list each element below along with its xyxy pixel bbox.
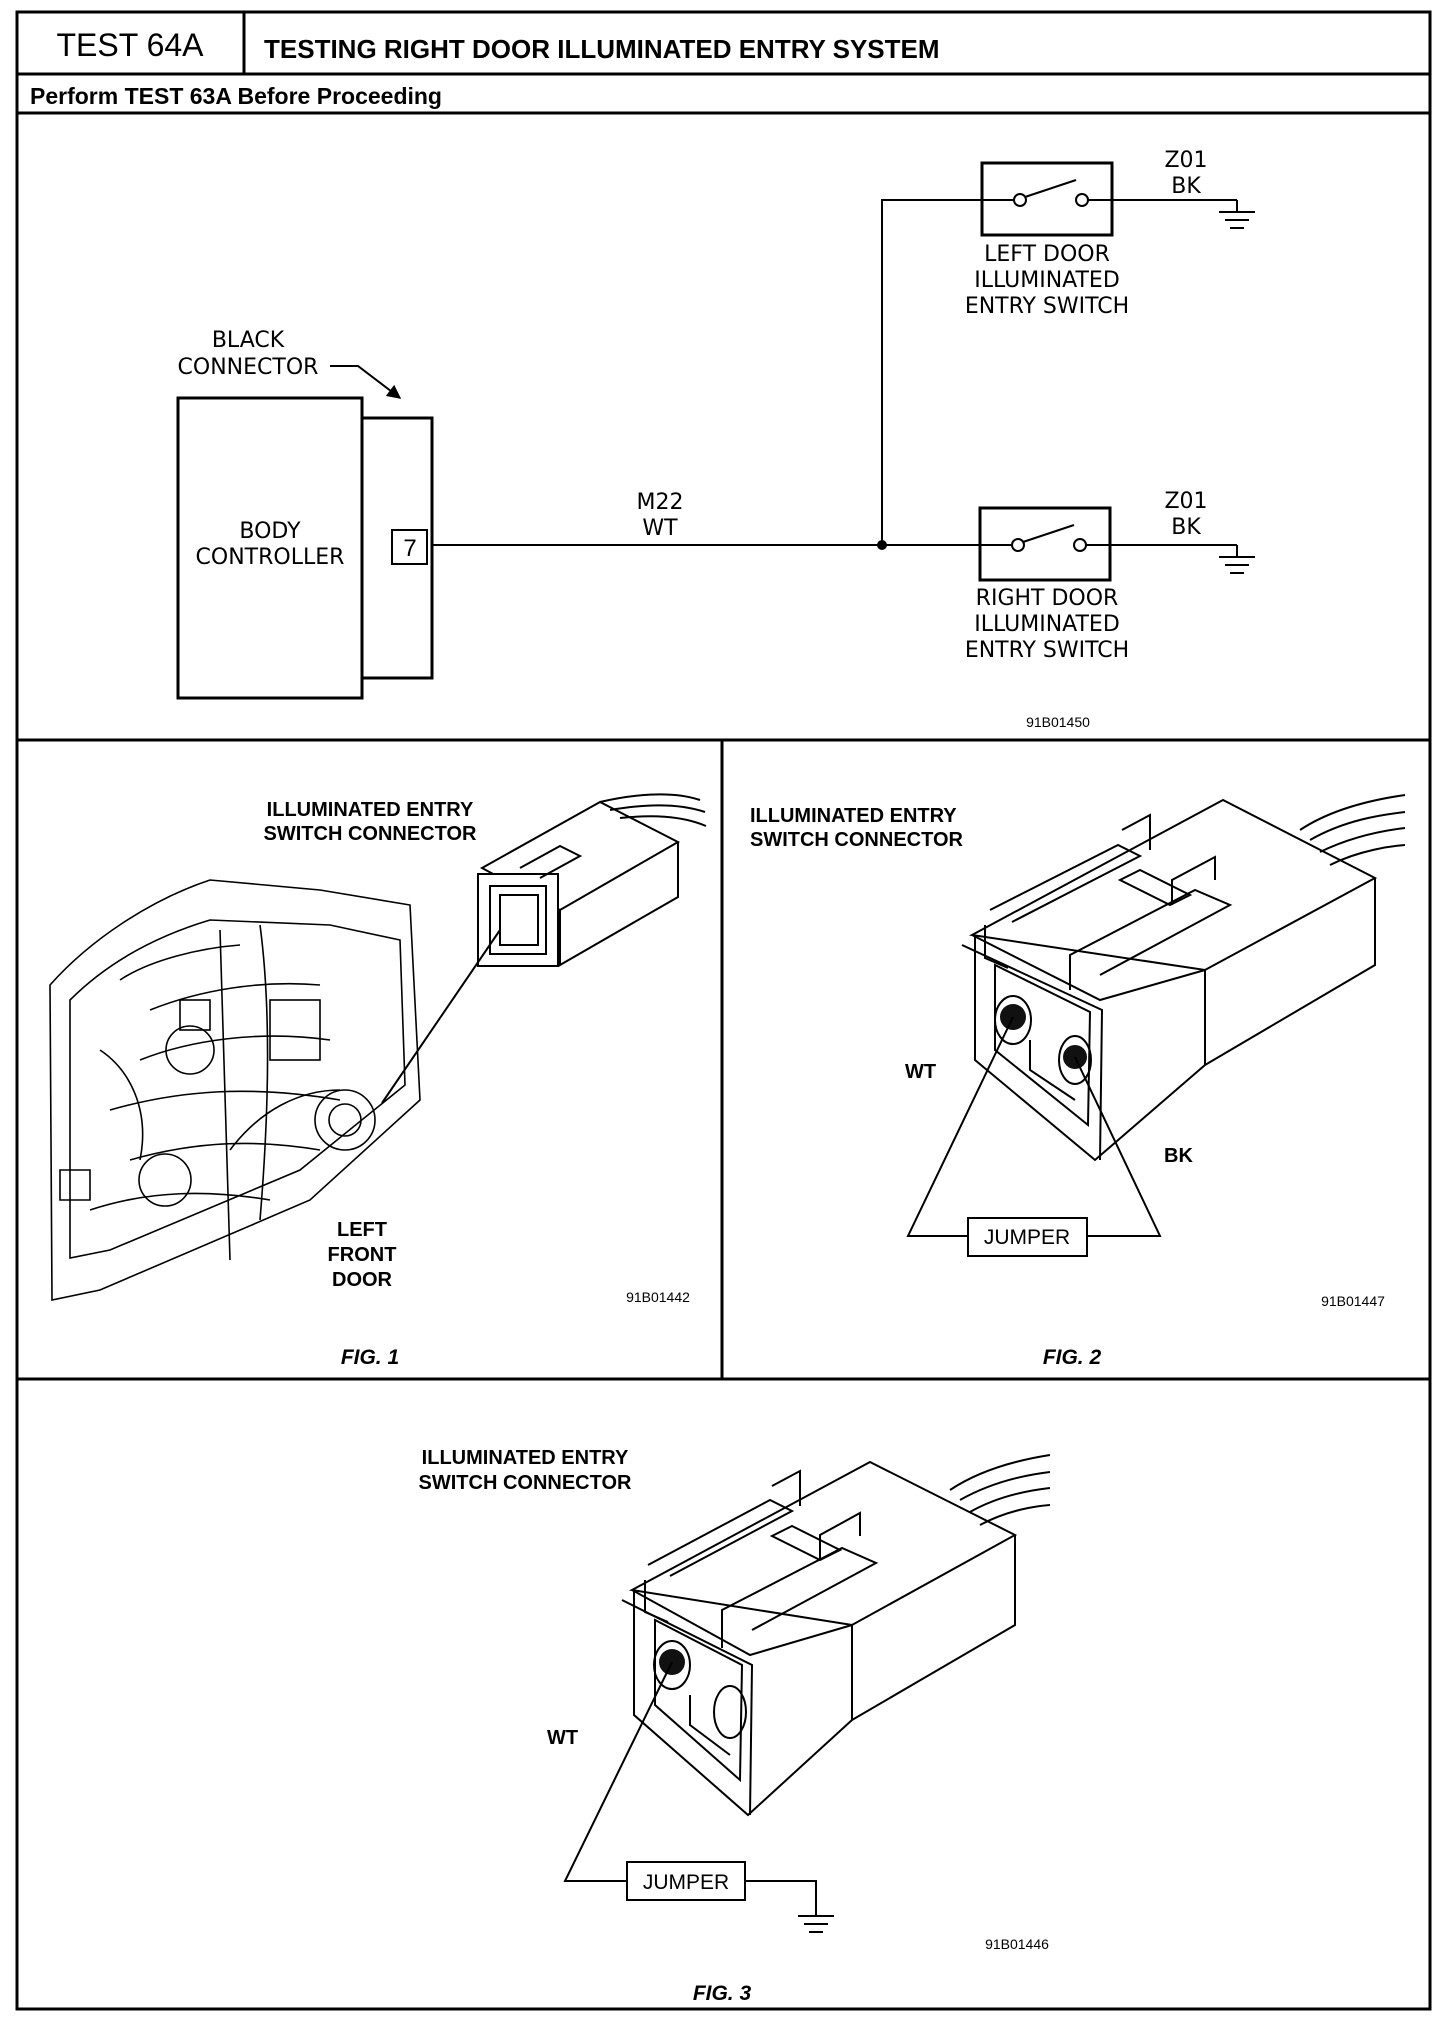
left-door-switch bbox=[980, 161, 1114, 237]
fig1-caption: FIG. 1 bbox=[341, 1346, 399, 1369]
page-frame bbox=[15, 10, 1432, 2011]
fig2-jumper-box bbox=[967, 1217, 1088, 1257]
wire-label-circuit: M22 bbox=[637, 490, 684, 515]
page-title: TESTING RIGHT DOOR ILLUMINATED ENTRY SYS… bbox=[264, 34, 940, 64]
fig3-connector bbox=[621, 1454, 1051, 1817]
fig2-wt-cavity bbox=[994, 995, 1032, 1045]
pin-number: 7 bbox=[403, 535, 416, 562]
left-switch-label-line1: LEFT DOOR bbox=[984, 242, 1110, 267]
fig1-callout-line2: SWITCH CONNECTOR bbox=[264, 823, 478, 845]
black-connector bbox=[360, 416, 434, 680]
fig3-panel: ILLUMINATED ENTRY SWITCH CONNECTOR WT bbox=[419, 1447, 1051, 2005]
fig3-callout-line2: SWITCH CONNECTOR bbox=[419, 1472, 633, 1494]
right-switch-ground-icon bbox=[1218, 544, 1256, 574]
header: TEST 64A TESTING RIGHT DOOR ILLUMINATED … bbox=[30, 27, 940, 109]
fig3-ground-icon bbox=[797, 1903, 835, 1933]
fig2-bk-cavity bbox=[1058, 1035, 1092, 1085]
fig2-wt-label: WT bbox=[905, 1061, 936, 1083]
right-ground-color: BK bbox=[1171, 515, 1201, 540]
fig2-jumper-wire bbox=[906, 1016, 1162, 1237]
left-ground-color: BK bbox=[1171, 174, 1201, 199]
fig3-caption: FIG. 3 bbox=[693, 1982, 752, 2005]
fig3-jumper-label: JUMPER bbox=[643, 1871, 729, 1894]
right-door-switch bbox=[978, 506, 1112, 582]
left-switch-label-line3: ENTRY SWITCH bbox=[965, 294, 1129, 319]
wire-label-color: WT bbox=[642, 516, 678, 541]
fig3-empty-cavity bbox=[713, 1685, 747, 1739]
splice-branch-wire bbox=[881, 199, 982, 545]
right-switch-label-line1: RIGHT DOOR bbox=[976, 586, 1119, 611]
test-id: TEST 64A bbox=[56, 27, 204, 63]
fig1-leader-line bbox=[381, 929, 501, 1104]
fig2-callout-line1: ILLUMINATED ENTRY bbox=[750, 805, 957, 827]
pin-box bbox=[391, 529, 428, 565]
fig1-door-label-line2: FRONT bbox=[328, 1244, 397, 1266]
connector-callout-line2: CONNECTOR bbox=[178, 355, 319, 380]
fig2-connector bbox=[961, 794, 1406, 1162]
fig2-bk-label: BK bbox=[1164, 1145, 1193, 1167]
fig3-callout-line1: ILLUMINATED ENTRY bbox=[422, 1447, 629, 1469]
left-ground-circuit: Z01 bbox=[1164, 148, 1207, 173]
fig1-door-illustration bbox=[49, 879, 421, 1301]
fig1-panel: ILLUMINATED ENTRY SWITCH CONNECTOR bbox=[49, 793, 707, 1369]
fig1-callout-line1: ILLUMINATED ENTRY bbox=[267, 799, 474, 821]
fig1-door-label-line1: LEFT bbox=[337, 1219, 387, 1241]
fig1-connector-detail bbox=[477, 793, 707, 967]
left-switch-ground-icon bbox=[1218, 199, 1256, 229]
fig2-caption: FIG. 2 bbox=[1043, 1346, 1102, 1369]
fig1-ref-number: 91B01442 bbox=[626, 1289, 690, 1305]
fig2-callout-line2: SWITCH CONNECTOR bbox=[750, 829, 964, 851]
fig3-jumper-wire bbox=[563, 1661, 817, 1904]
left-switch-label-line2: ILLUMINATED bbox=[974, 268, 1120, 293]
module-label-line1: BODY bbox=[239, 519, 301, 544]
right-ground-circuit: Z01 bbox=[1164, 489, 1207, 514]
right-switch-label-line2: ILLUMINATED bbox=[974, 612, 1120, 637]
module-label-line2: CONTROLLER bbox=[196, 545, 345, 570]
fig3-jumper-box bbox=[626, 1861, 746, 1901]
fig2-ref-number: 91B01447 bbox=[1321, 1293, 1385, 1309]
connector-callout-arrow bbox=[330, 365, 402, 399]
prerequisite-note: Perform TEST 63A Before Proceeding bbox=[30, 83, 442, 109]
right-switch-label-line3: ENTRY SWITCH bbox=[965, 638, 1129, 663]
wiring-schematic: BLACK CONNECTOR BODY CONTROLLER 7 M22 WT… bbox=[176, 148, 1256, 730]
fig2-panel: ILLUMINATED ENTRY SWITCH CONNECTOR WT bbox=[750, 794, 1406, 1369]
fig1-door-label-line3: DOOR bbox=[332, 1269, 393, 1291]
fig2-jumper-label: JUMPER bbox=[984, 1226, 1070, 1249]
connector-callout-line1: BLACK bbox=[212, 328, 285, 353]
schematic-ref-number: 91B01450 bbox=[1026, 714, 1090, 730]
fig3-wt-cavity bbox=[653, 1640, 691, 1690]
fig3-wt-label: WT bbox=[547, 1727, 578, 1749]
fig3-ref-number: 91B01446 bbox=[985, 1936, 1049, 1952]
